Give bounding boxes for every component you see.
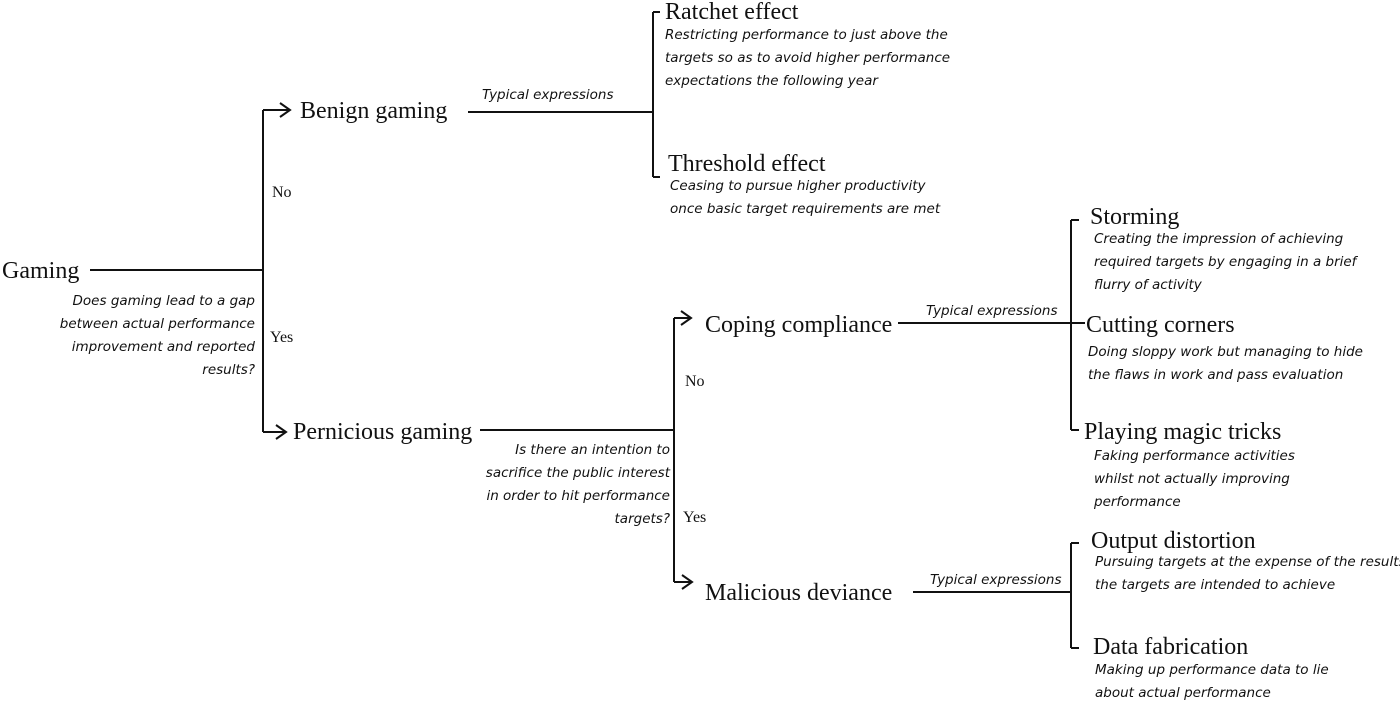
branch-yes-label: Yes [270, 329, 294, 346]
arrow-icon [275, 102, 292, 440]
branch-no-label: No [272, 184, 292, 201]
data-fabrication-title: Data fabrication [1093, 634, 1249, 660]
arrow-icon [680, 310, 694, 590]
branch-no-label: No [685, 373, 705, 390]
malicious-bracket [913, 542, 1079, 649]
pernicious-connector [480, 317, 692, 583]
pernicious-gaming-title: Pernicious gaming [293, 419, 473, 445]
playing-magic-tricks-title: Playing magic tricks [1084, 419, 1282, 445]
benign-gaming-title: Benign gaming [300, 98, 448, 124]
ratchet-effect-desc: Restricting performance to just above th… [665, 27, 951, 89]
typical-expressions-label: Typical expressions [930, 572, 1062, 588]
output-distortion-desc: Pursuing targets at the expense of the r… [1095, 554, 1400, 593]
root-connector [90, 109, 290, 433]
typical-expressions-label: Typical expressions [482, 87, 614, 103]
ratchet-effect-title: Ratchet effect [665, 0, 799, 25]
output-distortion-title: Output distortion [1091, 528, 1256, 554]
branch-yes-label: Yes [683, 509, 707, 526]
storming-title: Storming [1090, 204, 1180, 230]
benign-bracket [468, 11, 660, 178]
cutting-corners-title: Cutting corners [1086, 312, 1235, 338]
malicious-deviance-title: Malicious deviance [705, 580, 893, 606]
coping-compliance-title: Coping compliance [705, 312, 893, 338]
typical-expressions-label: Typical expressions [926, 303, 1058, 319]
threshold-effect-title: Threshold effect [668, 151, 826, 177]
root-title: Gaming [2, 258, 80, 284]
coping-bracket [898, 219, 1085, 431]
